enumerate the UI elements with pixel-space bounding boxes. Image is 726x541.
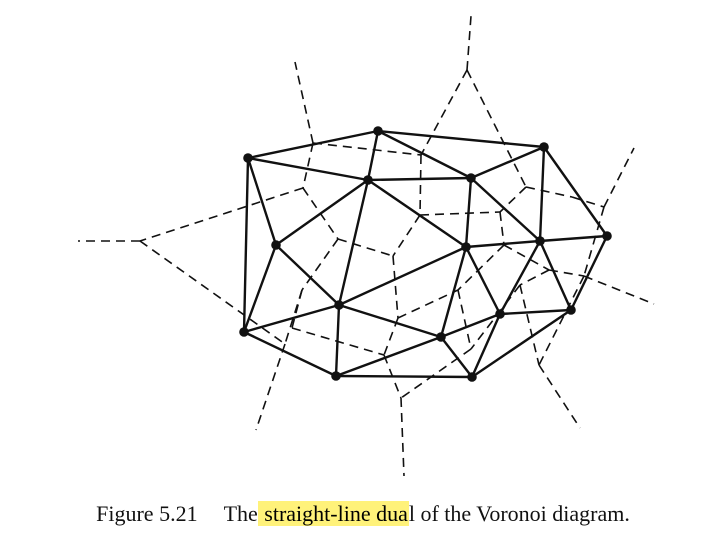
figure-caption: Figure 5.21 The straight-line dual of the…: [0, 501, 726, 527]
dual-edge: [498, 308, 573, 316]
dual-edge: [242, 243, 278, 334]
dual-edge: [334, 303, 341, 378]
dual-edge: [376, 129, 546, 149]
voronoi-ray: [583, 275, 655, 305]
dual-edge: [246, 156, 278, 247]
dual-edge: [337, 178, 370, 307]
voronoi-edge: [139, 240, 286, 345]
dual-edge: [464, 245, 502, 316]
dual-edge: [366, 178, 468, 249]
voronoi-edge: [519, 269, 550, 286]
site-point: [331, 371, 341, 381]
site-point: [495, 309, 505, 319]
voronoi-ray: [466, 15, 472, 71]
dual-edge: [274, 243, 341, 307]
dual-edge: [246, 129, 380, 160]
dual-edge: [464, 176, 473, 249]
voronoi-edge: [571, 196, 605, 208]
voronoi-diagram: [78, 15, 655, 477]
voronoi-edge: [392, 255, 399, 319]
voronoi-edge: [312, 142, 422, 156]
dual-edge: [334, 335, 443, 378]
voronoi-edge: [392, 214, 421, 257]
site-point: [363, 175, 373, 185]
dual-edge: [469, 176, 542, 243]
voronoi-edge: [499, 211, 505, 246]
voronoi-edge: [301, 238, 339, 291]
voronoi-edge: [538, 275, 585, 366]
site-point: [334, 300, 344, 310]
voronoi-edge: [420, 69, 468, 156]
voronoi-edge: [139, 187, 304, 242]
dual-edge: [470, 312, 502, 379]
dual-edge: [569, 234, 609, 312]
site-point: [466, 173, 476, 183]
dual-edge: [337, 303, 443, 339]
site-point: [243, 153, 253, 163]
voronoi-edge: [400, 348, 472, 399]
dual-edge: [469, 145, 546, 180]
dual-edge: [439, 312, 502, 339]
voronoi-edge: [419, 154, 422, 216]
dual-edge: [439, 335, 474, 379]
site-point: [239, 327, 249, 337]
dual-edge: [538, 239, 573, 312]
voronoi-edge: [503, 244, 550, 271]
voronoi-edge: [525, 186, 573, 198]
voronoi-edge: [548, 269, 585, 277]
voronoi-edge: [470, 284, 521, 350]
dual-edge: [366, 176, 473, 182]
voronoi-edge: [457, 244, 505, 291]
dual-edge: [439, 245, 468, 339]
dual-edge: [542, 145, 609, 238]
caption-highlighted-text: straight-line dua: [257, 501, 409, 526]
dual-edge: [376, 129, 473, 180]
voronoi-edge: [466, 69, 527, 188]
site-point: [535, 236, 545, 246]
voronoi-edge: [419, 211, 501, 216]
site-point: [467, 372, 477, 382]
voronoi-ray: [294, 61, 314, 144]
voronoi-edge: [457, 289, 472, 350]
voronoi-edge: [397, 289, 459, 319]
site-point: [373, 126, 383, 136]
site-point: [436, 332, 446, 342]
dual-edge: [334, 374, 474, 379]
dual-edge: [242, 156, 250, 334]
voronoi-ray: [255, 343, 286, 431]
dual-edge: [242, 303, 341, 334]
voronoi-edge: [302, 142, 314, 189]
straight-line-dual: [242, 129, 609, 379]
voronoi-edge: [383, 317, 399, 356]
dual-edge: [538, 145, 546, 243]
voronoi-edge: [284, 289, 303, 345]
dual-edge: [274, 178, 370, 247]
voronoi-ray: [603, 147, 635, 208]
caption-text-after: l of the Voronoi diagram.: [408, 501, 630, 526]
dual-edge: [242, 330, 338, 378]
dual-edge: [246, 156, 370, 182]
figure-number: Figure 5.21: [96, 501, 198, 526]
site-point: [566, 305, 576, 315]
voronoi-ray: [538, 364, 581, 429]
site-point: [271, 240, 281, 250]
site-point: [539, 142, 549, 152]
caption-text-before: The: [223, 501, 258, 526]
voronoi-edge: [337, 238, 394, 257]
voronoi-ray: [400, 397, 405, 477]
site-point: [602, 231, 612, 241]
voronoi-sites: [239, 126, 612, 382]
dual-edge: [337, 245, 468, 307]
dual-edge: [538, 234, 609, 243]
dual-edge: [470, 308, 573, 379]
voronoi-edge: [583, 206, 605, 277]
dual-edge: [498, 239, 542, 316]
dual-edge: [464, 239, 542, 249]
voronoi-edge: [519, 284, 540, 366]
dual-edge: [366, 129, 380, 182]
site-point: [461, 242, 471, 252]
